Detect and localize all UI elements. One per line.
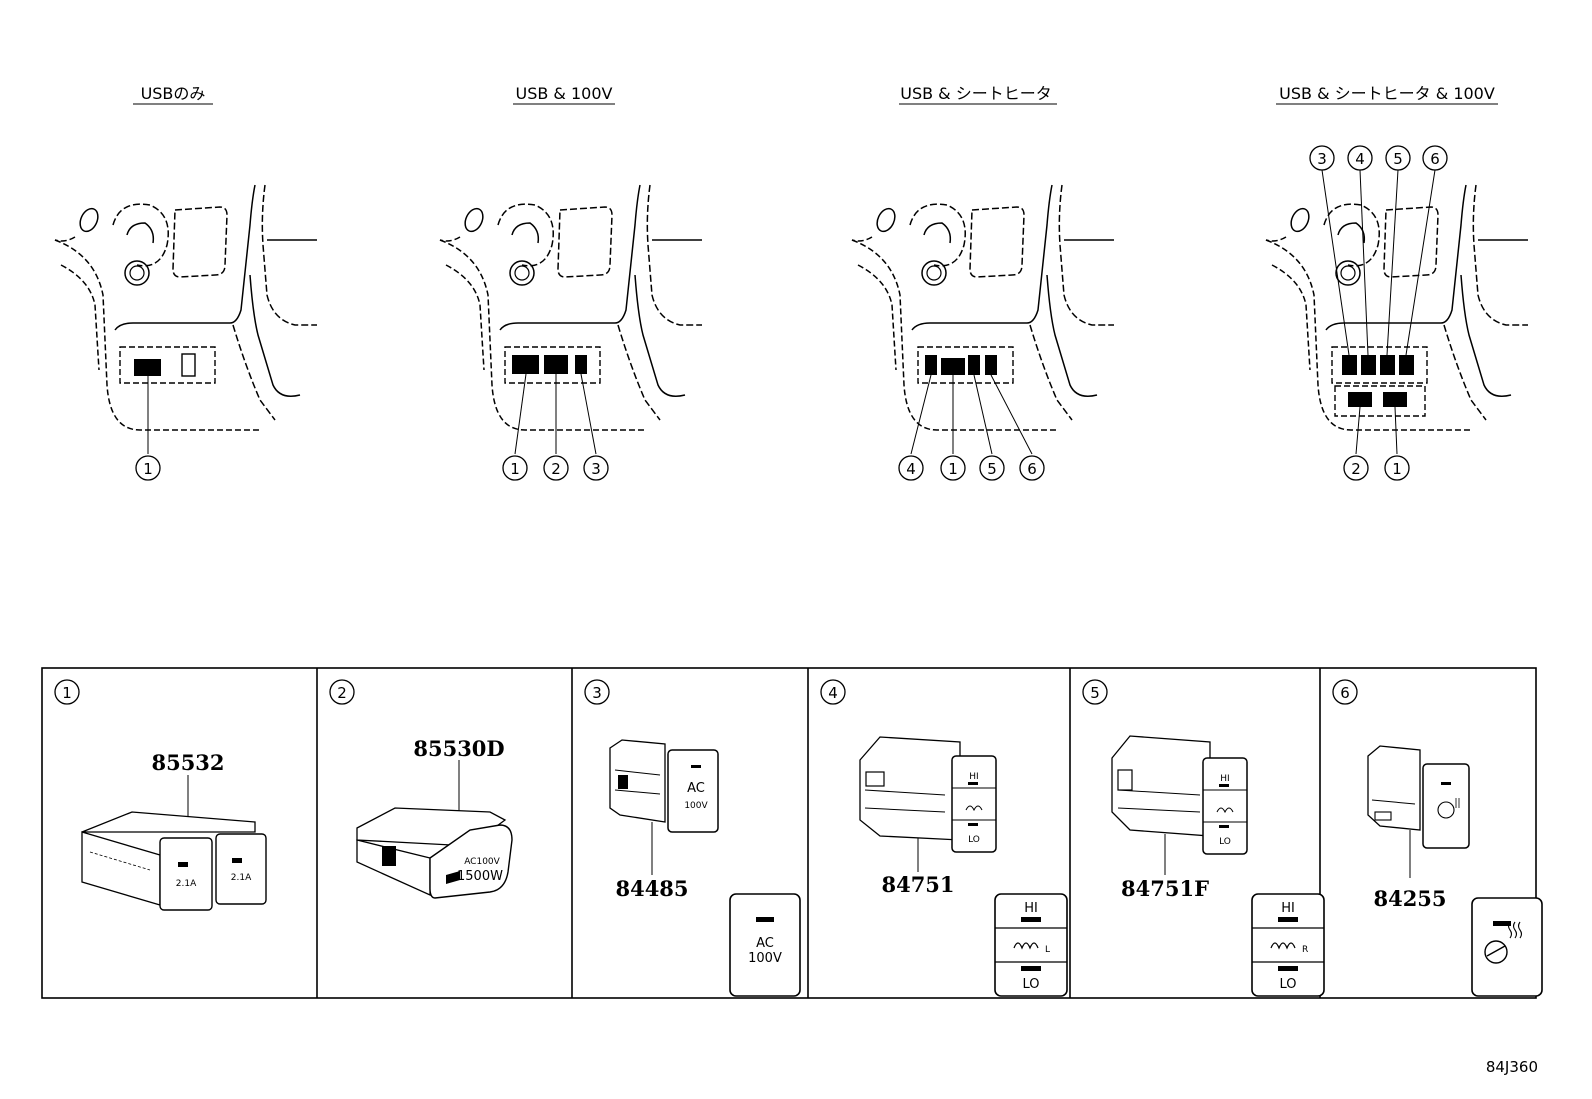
callout: 2: [543, 455, 569, 481]
svg-text:2: 2: [1351, 460, 1361, 478]
svg-text:3: 3: [591, 460, 601, 478]
switch-panel: [504, 346, 601, 384]
callout: 5: [979, 455, 1005, 481]
part-cell-84751F: 5 HI LO 84751F HI R LO: [1082, 679, 1325, 997]
callout: 5: [1385, 145, 1411, 171]
part-number: 84751: [881, 872, 954, 897]
part-cell-84255: 6 84255: [1332, 679, 1543, 997]
switch-face-detail: AC 100V: [729, 893, 801, 997]
usb-rating-label: 2.1A: [231, 873, 252, 883]
seat-heater-icon: [1270, 942, 1296, 950]
callout: 1: [135, 455, 161, 481]
switch-lo-label: LO: [1219, 837, 1231, 847]
config-title: USB & 100V: [516, 84, 613, 103]
switch-face-detail: HI R LO: [1251, 893, 1325, 997]
callout: 4: [898, 455, 924, 481]
config-title: USB & シートヒータ: [900, 84, 1052, 103]
switch-lo-label: LO: [968, 835, 980, 845]
part-number: 85532: [151, 750, 224, 775]
svg-text:5: 5: [1393, 150, 1403, 168]
callout: 1: [502, 455, 528, 481]
svg-text:4: 4: [906, 460, 916, 478]
steering-heater-switch-illustration: [1367, 745, 1470, 849]
detail-hi-label: HI: [1024, 901, 1038, 916]
detail-ac-label: AC: [756, 936, 774, 951]
config-title: USB & シートヒータ & 100V: [1279, 84, 1495, 103]
part-index: 6: [1340, 684, 1350, 702]
switch-face-detail: HI L LO: [994, 893, 1068, 997]
diagram-reference: 84J360: [1486, 1058, 1538, 1076]
svg-text:1: 1: [510, 460, 520, 478]
switch-panel: [119, 346, 216, 384]
callout: 3: [1309, 145, 1335, 171]
svg-text:6: 6: [1430, 150, 1440, 168]
detail-hi-label: HI: [1281, 901, 1295, 916]
switch-hi-label: HI: [969, 772, 978, 782]
svg-text:1: 1: [948, 460, 958, 478]
ac-outlet-illustration: AC100V 1500W: [356, 807, 513, 899]
detail-side-label: R: [1302, 945, 1308, 955]
switch-hi-label: HI: [1220, 774, 1229, 784]
detail-lo-label: LO: [1279, 977, 1296, 992]
callout: 4: [1347, 145, 1373, 171]
svg-text:5: 5: [987, 460, 997, 478]
steering-heater-icon: [1484, 921, 1523, 964]
part-index: 4: [828, 684, 838, 702]
outlet-wattage-label: 1500W: [457, 869, 503, 884]
svg-text:1: 1: [1392, 460, 1402, 478]
svg-text:4: 4: [1355, 150, 1365, 168]
outlet-rating-label: AC100V: [464, 857, 500, 867]
switch-panel: [1331, 346, 1428, 417]
part-cell-84751: 4 HI LO 84751 HI L LO: [820, 679, 1068, 997]
part-index: 2: [337, 684, 347, 702]
callout: 6: [1019, 455, 1045, 481]
config-usb-seat-heater-100v: USB & シートヒータ & 100V 3 4: [1265, 84, 1529, 481]
seat-heater-switch-illustration: HI LO: [859, 736, 997, 853]
part-cell-85530D: 2 85530D AC100V 1500W: [329, 679, 513, 899]
config-usb-100v: USB & 100V 1 2 3: [439, 84, 703, 481]
callout: 2: [1343, 455, 1369, 481]
svg-text:2: 2: [551, 460, 561, 478]
part-number: 85530D: [413, 736, 504, 761]
seat-heater-icon: [1013, 942, 1039, 950]
svg-text:1: 1: [143, 460, 153, 478]
usb-rating-label: 2.1A: [176, 879, 197, 889]
part-number: 84255: [1373, 886, 1446, 911]
callout: 1: [1384, 455, 1410, 481]
part-cell-85532: 1 85532 2.1A 2.1A: [54, 679, 267, 911]
seat-heater-switch-illustration: HI LO: [1111, 735, 1248, 855]
ac-switch-illustration: AC 100V: [609, 739, 719, 833]
svg-text:6: 6: [1027, 460, 1037, 478]
config-usb-only: USBのみ 1: [54, 84, 318, 481]
part-cell-84485: 3 AC 100V 84485 AC 100V: [584, 679, 801, 997]
callout: 6: [1422, 145, 1448, 171]
detail-100v-label: 100V: [748, 951, 782, 966]
part-index: 5: [1090, 684, 1100, 702]
part-index: 3: [592, 684, 602, 702]
usb-socket-illustration: 2.1A 2.1A: [81, 811, 267, 911]
part-index: 1: [62, 684, 72, 702]
switch-ac-label: AC: [687, 781, 705, 796]
detail-side-label: L: [1045, 945, 1050, 955]
svg-text:3: 3: [1317, 150, 1327, 168]
switch-panel: [917, 346, 1014, 384]
switch-100v-label: 100V: [684, 801, 708, 811]
config-title: USBのみ: [141, 84, 206, 103]
detail-lo-label: LO: [1022, 977, 1039, 992]
switch-face-detail: [1471, 897, 1543, 997]
part-number: 84485: [615, 876, 688, 901]
callout: 1: [940, 455, 966, 481]
callout: 3: [583, 455, 609, 481]
config-usb-seat-heater: USB & シートヒータ 4 1 5 6: [851, 84, 1115, 481]
part-number: 84751F: [1121, 876, 1209, 901]
